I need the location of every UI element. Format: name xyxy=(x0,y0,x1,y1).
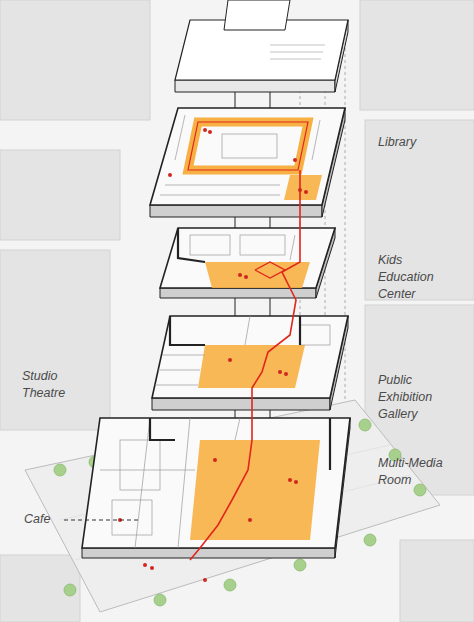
floor-label: Public Exhibition Gallery xyxy=(378,372,463,423)
floor-label: Library xyxy=(378,134,463,151)
floor-label: Multi-Media Room xyxy=(378,455,458,489)
floor-label: Studio Theatre xyxy=(22,368,92,402)
callout-label: Cafe xyxy=(24,511,64,528)
floor-label: Kids Education Center xyxy=(378,252,458,303)
